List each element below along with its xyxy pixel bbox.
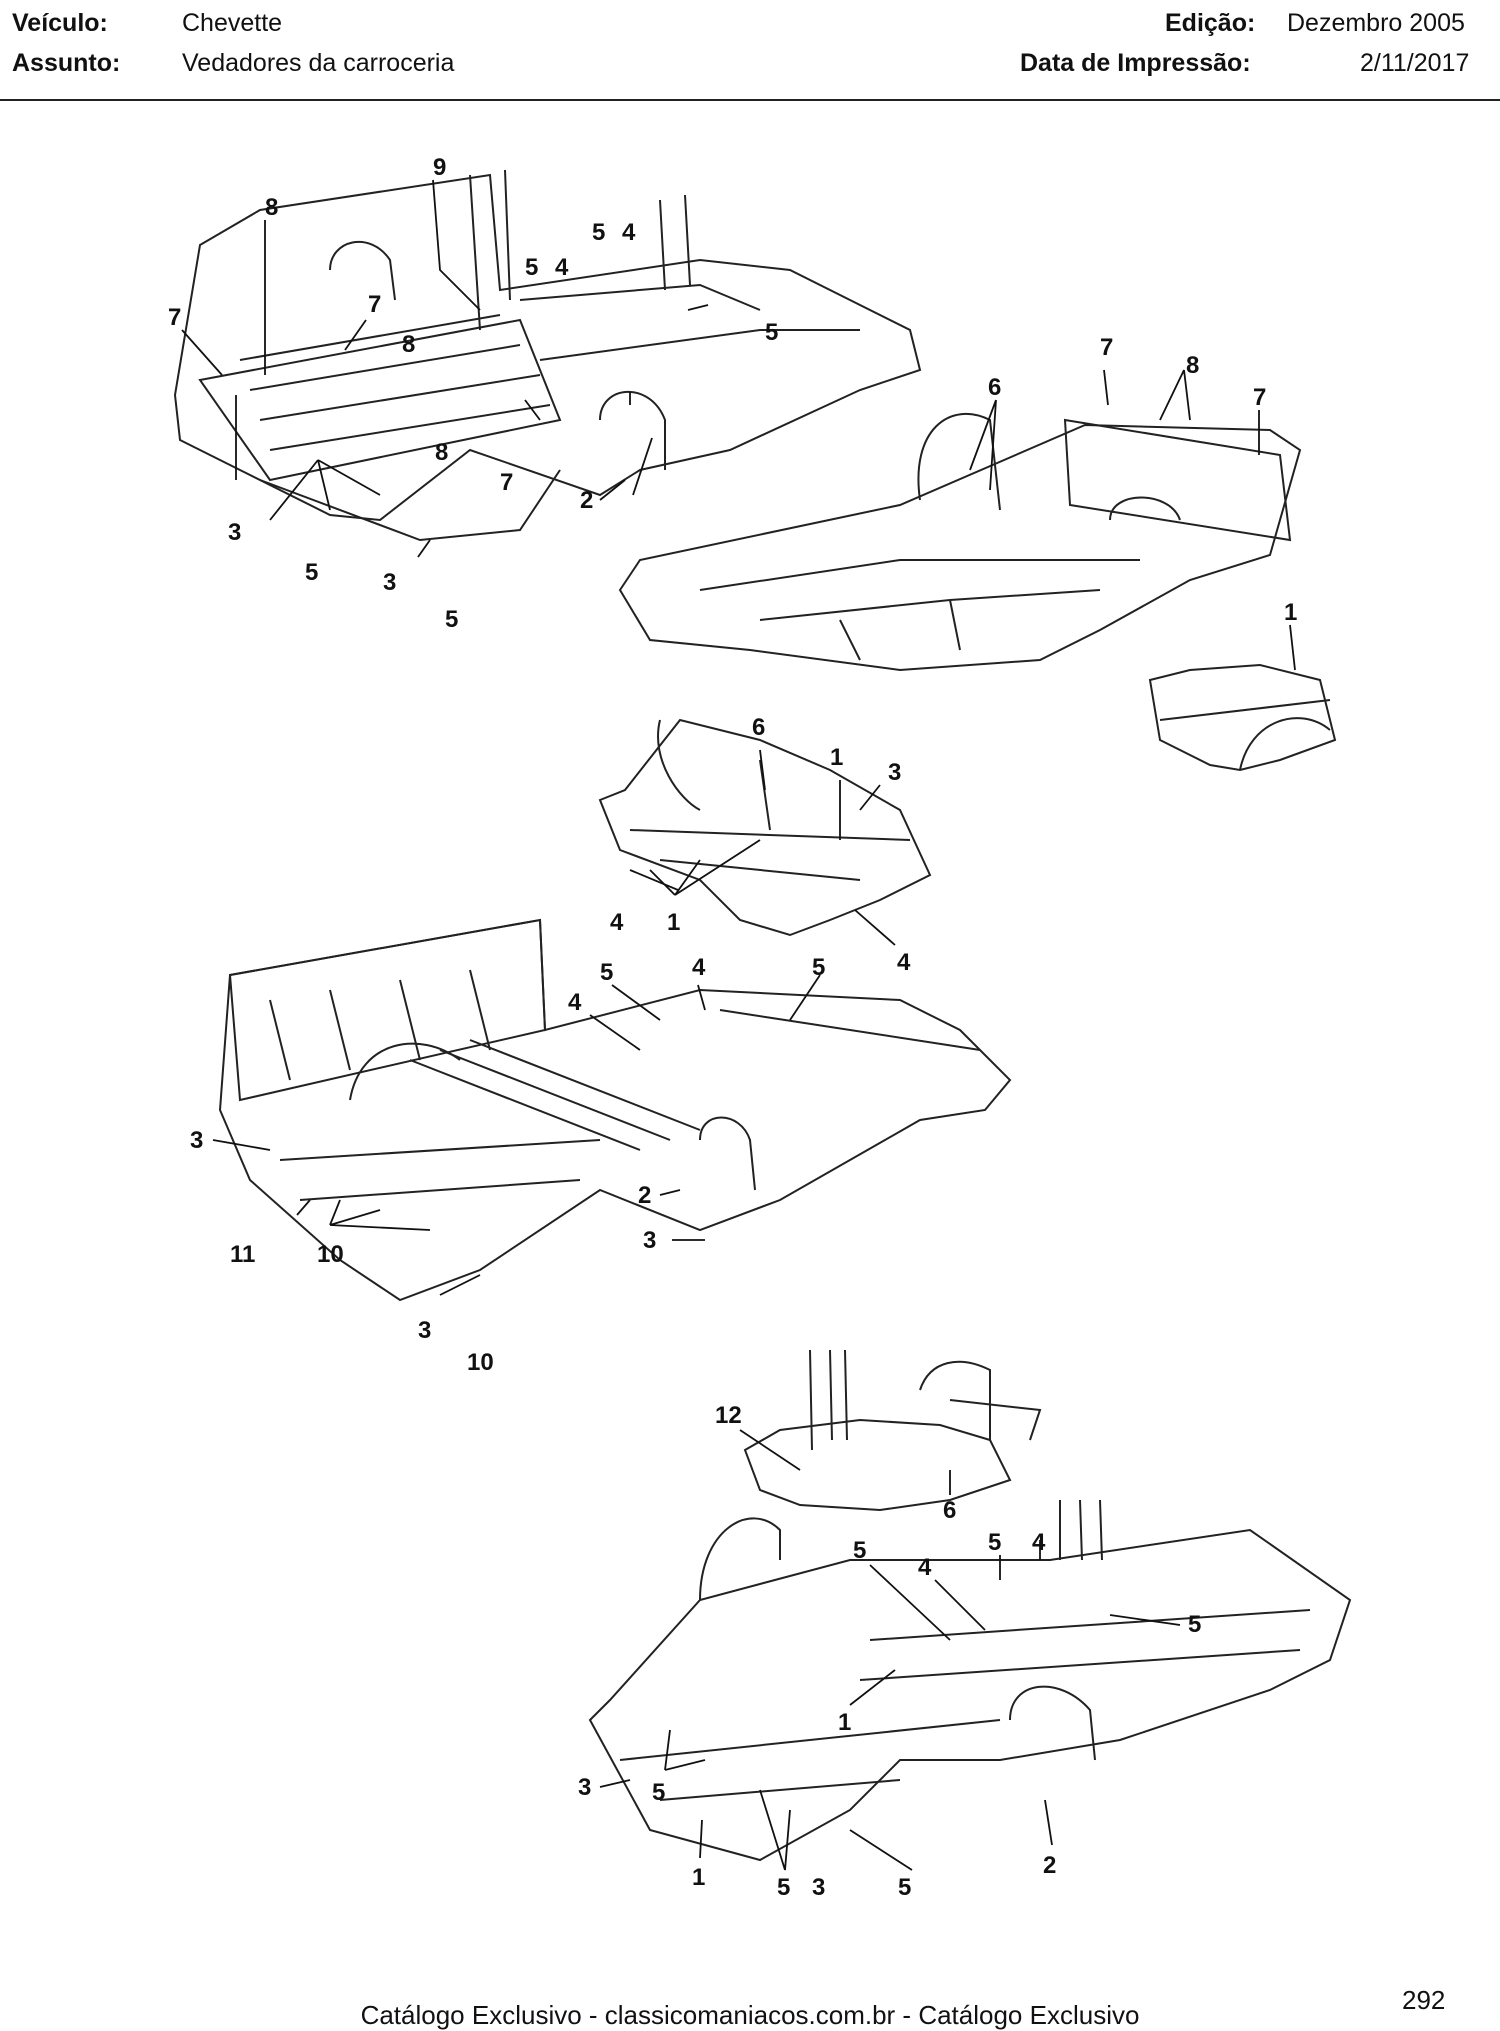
callout-8: 8 — [265, 194, 278, 221]
print-date-label: Data de Impressão: — [1020, 49, 1251, 77]
callout-5: 5 — [525, 254, 538, 281]
floor-pan-rear-view — [218, 918, 1012, 1302]
callout-12: 12 — [715, 1402, 742, 1429]
floor-pan-bottom-view — [588, 1499, 1352, 1862]
callout-4: 4 — [568, 989, 582, 1016]
subject-value: Vedadores da carroceria — [182, 49, 455, 77]
callout-5: 5 — [652, 1779, 665, 1806]
callout-6: 6 — [943, 1497, 956, 1524]
page-number: 292 — [1402, 1985, 1446, 2015]
footer-text: Catálogo Exclusivo - classicomaniacos.co… — [360, 2000, 1140, 2030]
callout-5: 5 — [445, 606, 458, 633]
vehicle-label: Veículo: — [12, 9, 108, 37]
detail-view-12 — [743, 1349, 1042, 1512]
header-divider — [0, 99, 1500, 101]
callout-6: 6 — [988, 374, 1001, 401]
callout-4: 4 — [610, 909, 624, 936]
callout-1: 1 — [667, 909, 680, 936]
mid-floor-detail — [598, 718, 932, 937]
callout-3: 3 — [190, 1127, 203, 1154]
callout-8: 8 — [435, 439, 448, 466]
vehicle-value: Chevette — [182, 9, 283, 37]
print-date-value: 2/11/2017 — [1360, 49, 1470, 77]
edition-label: Edição: — [1165, 9, 1256, 37]
callout-2: 2 — [1043, 1852, 1056, 1879]
callout-5: 5 — [898, 1874, 911, 1901]
callout-5: 5 — [592, 219, 605, 246]
callout-4: 4 — [918, 1554, 932, 1581]
callout-4: 4 — [692, 954, 706, 981]
callout-6: 6 — [752, 714, 765, 741]
callout-5: 5 — [600, 959, 613, 986]
callout-3: 3 — [888, 759, 901, 786]
callout-4: 4 — [555, 254, 569, 281]
callout-7: 7 — [1253, 384, 1266, 411]
callout-labels: 9 8 7 7 8 8 7 5 4 5 4 5 3 5 3 5 2 7 8 7 … — [168, 154, 1297, 1901]
callout-5: 5 — [812, 954, 825, 981]
callout-7: 7 — [1100, 334, 1113, 361]
callout-5: 5 — [853, 1537, 866, 1564]
callout-2: 2 — [580, 487, 593, 514]
callout-1: 1 — [692, 1864, 705, 1891]
callout-2: 2 — [638, 1182, 651, 1209]
callout-1: 1 — [830, 744, 843, 771]
callout-11: 11 — [230, 1241, 255, 1268]
callout-10: 10 — [467, 1349, 494, 1376]
callout-5: 5 — [777, 1874, 790, 1901]
callout-3: 3 — [228, 519, 241, 546]
callout-5: 5 — [765, 319, 778, 346]
subject-label: Assunto: — [12, 49, 121, 77]
callout-3: 3 — [418, 1317, 431, 1344]
callout-7: 7 — [500, 469, 513, 496]
callout-4: 4 — [897, 949, 911, 976]
callout-8: 8 — [402, 331, 415, 358]
callout-9: 9 — [433, 154, 446, 181]
floor-rear-view — [618, 413, 1302, 672]
callout-3: 3 — [643, 1227, 656, 1254]
edition-value: Dezembro 2005 — [1287, 9, 1465, 37]
callout-1: 1 — [838, 1709, 851, 1736]
rear-corner-detail — [1148, 663, 1337, 772]
callout-5: 5 — [988, 1529, 1001, 1556]
body-seals-diagram: 9 8 7 7 8 8 7 5 4 5 4 5 3 5 3 5 2 7 8 7 … — [168, 154, 1352, 1901]
callout-1: 1 — [1284, 599, 1297, 626]
callout-3: 3 — [383, 569, 396, 596]
callout-7: 7 — [368, 291, 381, 318]
callout-7: 7 — [168, 304, 181, 331]
callout-10: 10 — [317, 1241, 344, 1268]
callout-8: 8 — [1186, 352, 1199, 379]
callout-4: 4 — [1032, 1529, 1046, 1556]
callout-4: 4 — [622, 219, 636, 246]
callout-3: 3 — [578, 1774, 591, 1801]
floor-pan-front-view — [173, 169, 922, 542]
callout-5: 5 — [1188, 1611, 1201, 1638]
callout-3: 3 — [812, 1874, 825, 1901]
callout-5: 5 — [305, 559, 318, 586]
